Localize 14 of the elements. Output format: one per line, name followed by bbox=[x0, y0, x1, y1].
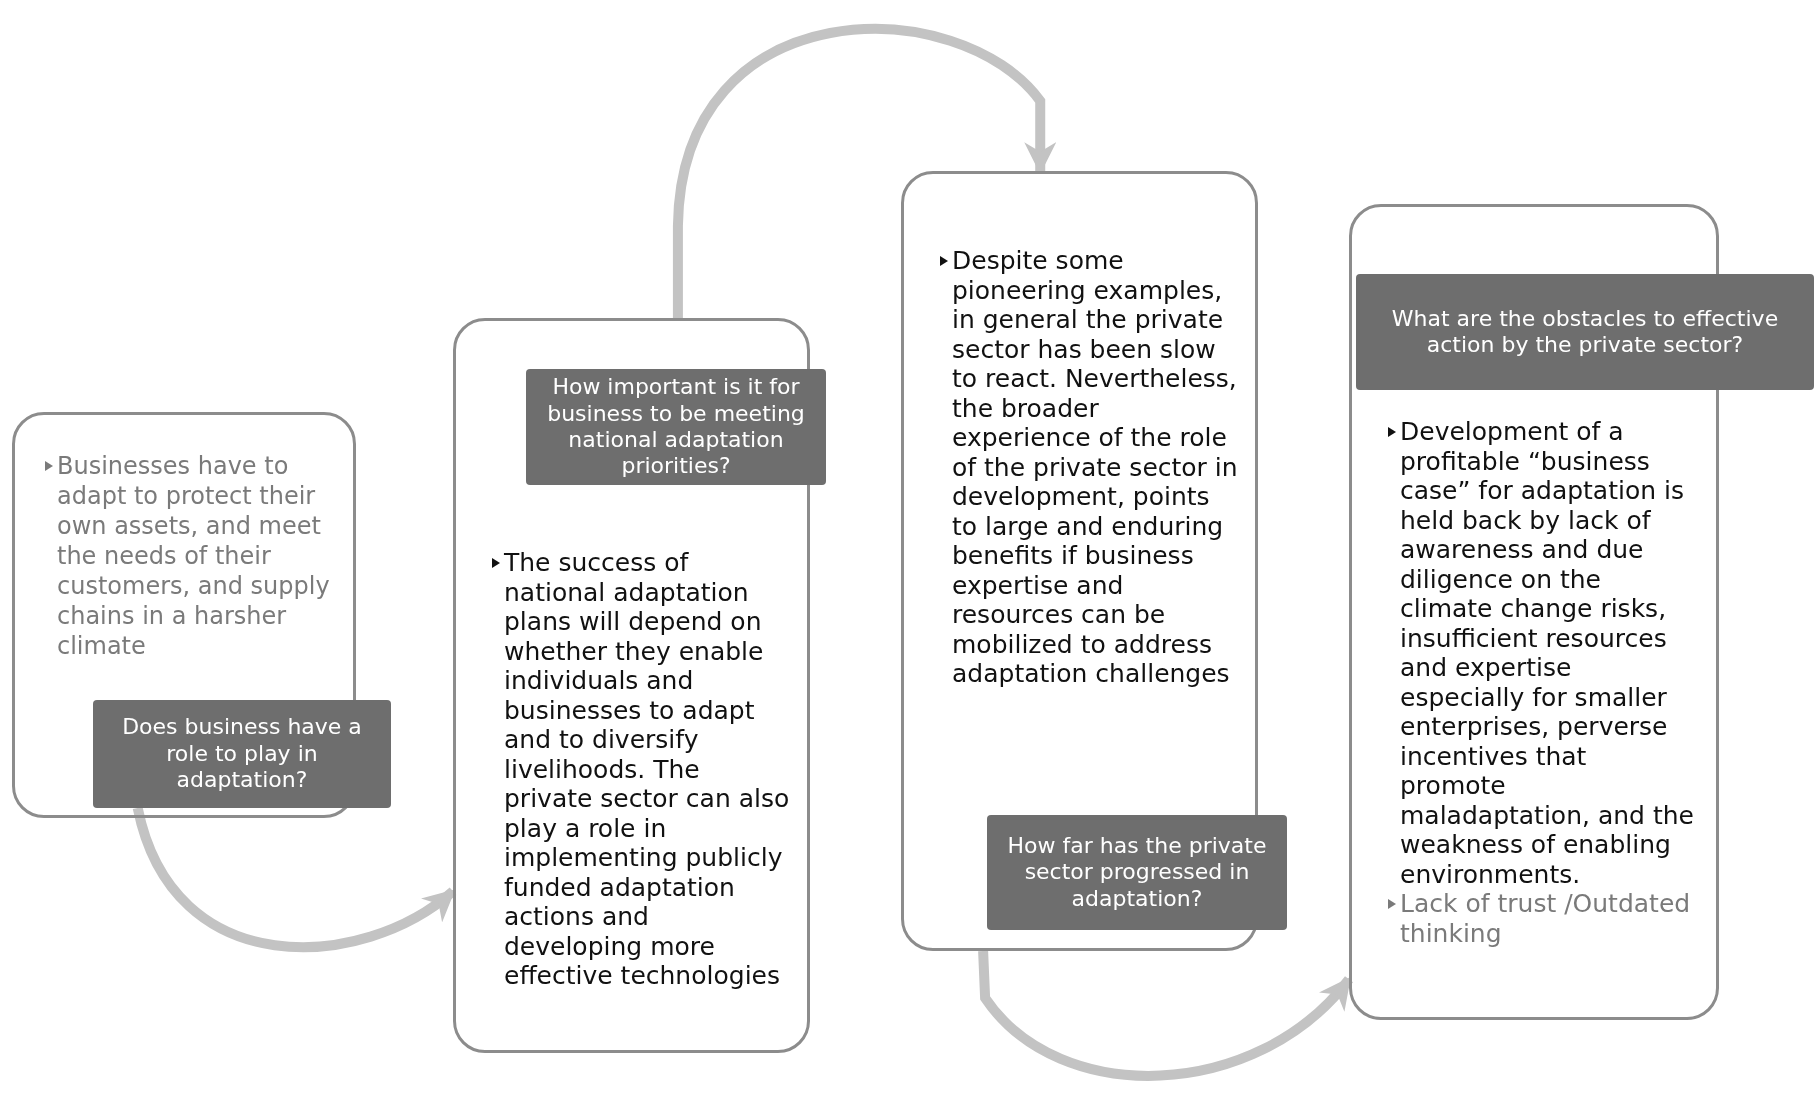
question-box bbox=[1356, 274, 1814, 390]
question-text: How far has the private sector progressed in adaptation? bbox=[1006, 832, 1268, 913]
question-text: How important is it for business to be meeting national adaptation priorities? bbox=[546, 374, 806, 480]
question-box bbox=[93, 700, 391, 808]
question-box bbox=[987, 815, 1287, 930]
question-text: What are the obstacles to effective action by the private sector? bbox=[1390, 305, 1780, 359]
curved-arrow bbox=[672, 24, 1057, 318]
bullet-text: Despite some pioneering examples, in general the private sector has been slow to react. Nevertheless, the broader experience of the role of the private sector in development, points to large and enduring benefits if business expertise and resources can be mobilized to address adaptation challenges bbox=[940, 246, 1240, 689]
bullet-text: Businesses have to adapt to protect their own assets, and meet the needs of their customers, and supply chains in a harsher climate bbox=[45, 451, 335, 661]
question-text: Does business have a role to play in adaptation? bbox=[121, 714, 363, 794]
curved-arrow bbox=[978, 950, 1353, 1081]
bullet-text: Lack of trust /Outdated thinking bbox=[1388, 889, 1698, 948]
bullet-text: The success of national adaptation plans will depend on whether they enable individuals and businesses to adapt and to diversify livelihoods. The private sector can also play a role in implementing publicly funded adaptation actions and developing more effective technologies bbox=[492, 548, 792, 991]
bullet-text: Development of a profitable “business case” for adaptation is held back by lack of awareness and due diligence on the climate change risks, insufficient resources and expertise especially for smaller enterprises, perverse incentives that promote maladaptation, and the weakness of enabling environments. bbox=[1388, 417, 1698, 889]
